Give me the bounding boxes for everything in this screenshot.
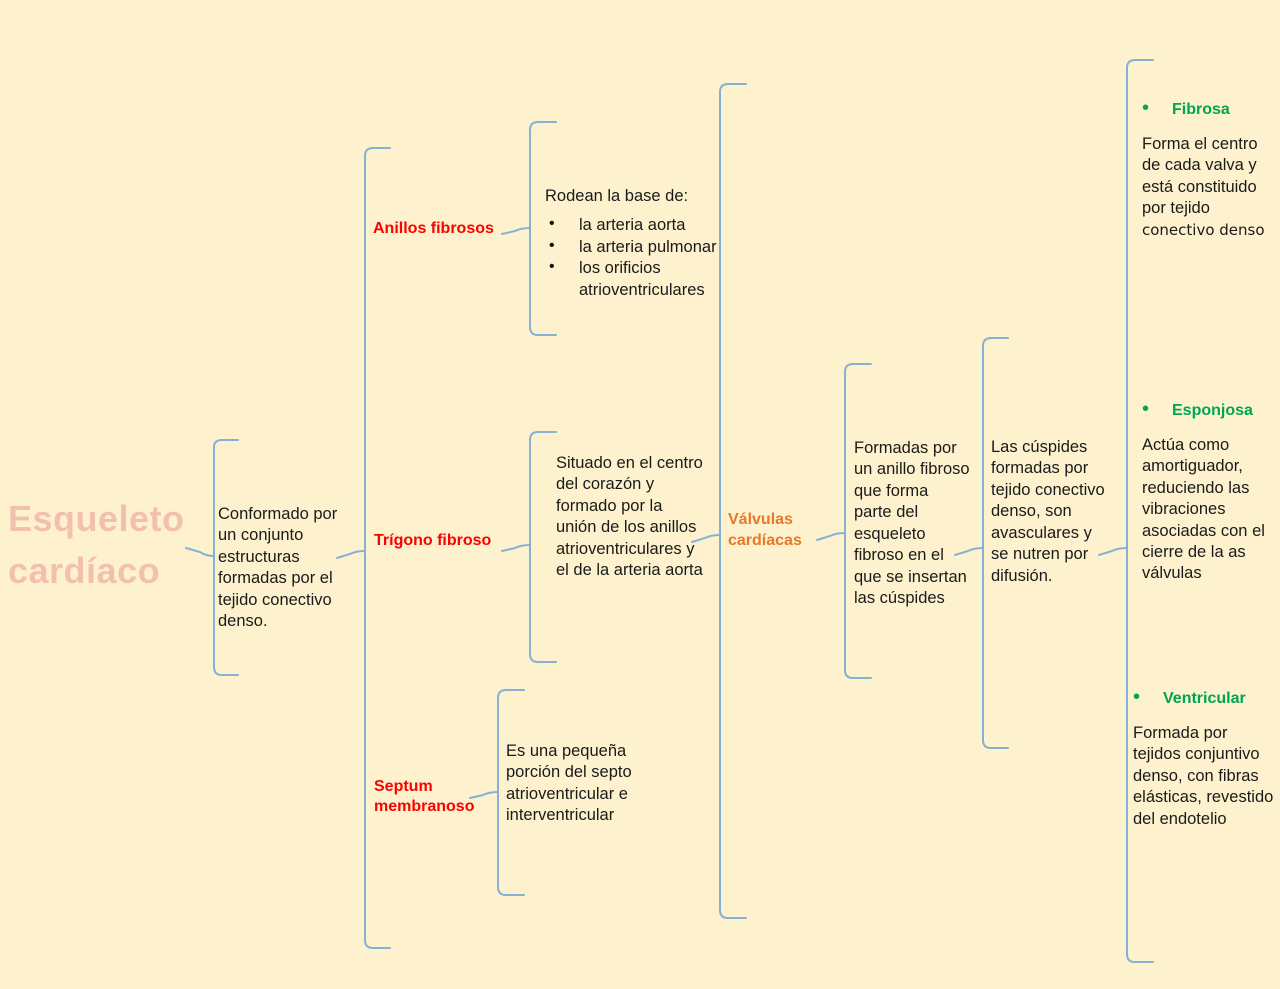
bullet-icon: • (1133, 686, 1141, 708)
anillos-detail-heading: Rodean la base de: (545, 187, 689, 205)
valve-layer-ventricular: • Ventricular Formada por tejidos conjun… (1133, 687, 1278, 830)
list-item: la arteria pulmonar (545, 236, 725, 258)
bracket-trigono-detail (529, 439, 557, 663)
branch-label-anillos-fibrosos[interactable]: Anillos fibrosos (373, 220, 494, 237)
root-title-line2: cardíaco (8, 550, 161, 592)
fibrosa-description-main: Forma el centro de cada valva y está con… (1142, 134, 1258, 218)
esponjosa-name: Esponjosa (1172, 402, 1253, 419)
trigono-fibroso-detail: Situado en el centro del corazón y forma… (556, 454, 703, 580)
valvulas-label-line2: cardíacas (728, 531, 802, 549)
branch-label-trigono-fibroso[interactable]: Trígono fibroso (374, 532, 492, 549)
ventricular-description: Formada por tejidos conjuntivo denso, co… (1133, 723, 1274, 828)
valvulas-detail-2: Las cúspides formadas por tejido conecti… (991, 438, 1105, 585)
bullet-icon: • (1142, 97, 1150, 119)
list-item: la arteria aorta (545, 214, 725, 236)
branch-label-valvulas-cardiacas[interactable]: Válvulas cardíacas (728, 510, 824, 552)
esponjosa-heading: • Esponjosa (1142, 399, 1278, 422)
septum-label-line1: Septum (374, 778, 433, 795)
fibrosa-heading: • Fibrosa (1142, 98, 1276, 121)
valvulas-label-line1: Válvulas (728, 511, 793, 528)
branch-label-septum-membranoso[interactable]: Septum membranoso (374, 777, 499, 818)
esponjosa-description: Actúa como amortiguador, reduciendo las … (1142, 435, 1265, 583)
bullet-icon: • (1142, 398, 1150, 420)
root-description: Conformado por un conjunto estructuras f… (218, 505, 338, 631)
root-title: Esqueleto cardíaco (8, 493, 208, 597)
valvulas-detail-1: Formadas por un anillo fibroso que forma… (854, 439, 970, 608)
fibrosa-name: Fibrosa (1172, 101, 1230, 118)
septum-membranoso-detail: Es una pequeña porción del septo atriove… (506, 742, 632, 825)
anillos-bullet-list: la arteria aorta la arteria pulmonar los… (545, 214, 725, 301)
list-item: los orificios atrioventriculares (545, 257, 725, 301)
fibrosa-description-alt: conectivo denso (1142, 220, 1265, 239)
septum-label-line2: membranoso (374, 798, 475, 816)
anillos-fibrosos-detail: Rodean la base de: la arteria aorta la a… (545, 186, 725, 301)
bracket-level1 (364, 155, 391, 949)
fibrosa-description: Forma el centro de cada valva y está con… (1142, 134, 1276, 241)
ventricular-heading: • Ventricular (1133, 687, 1278, 710)
valve-layer-fibrosa: • Fibrosa Forma el centro de cada valva … (1142, 98, 1276, 241)
valve-layer-esponjosa: • Esponjosa Actúa como amortiguador, red… (1142, 399, 1278, 585)
ventricular-name: Ventricular (1163, 690, 1246, 707)
root-title-line1: Esqueleto (8, 498, 185, 539)
